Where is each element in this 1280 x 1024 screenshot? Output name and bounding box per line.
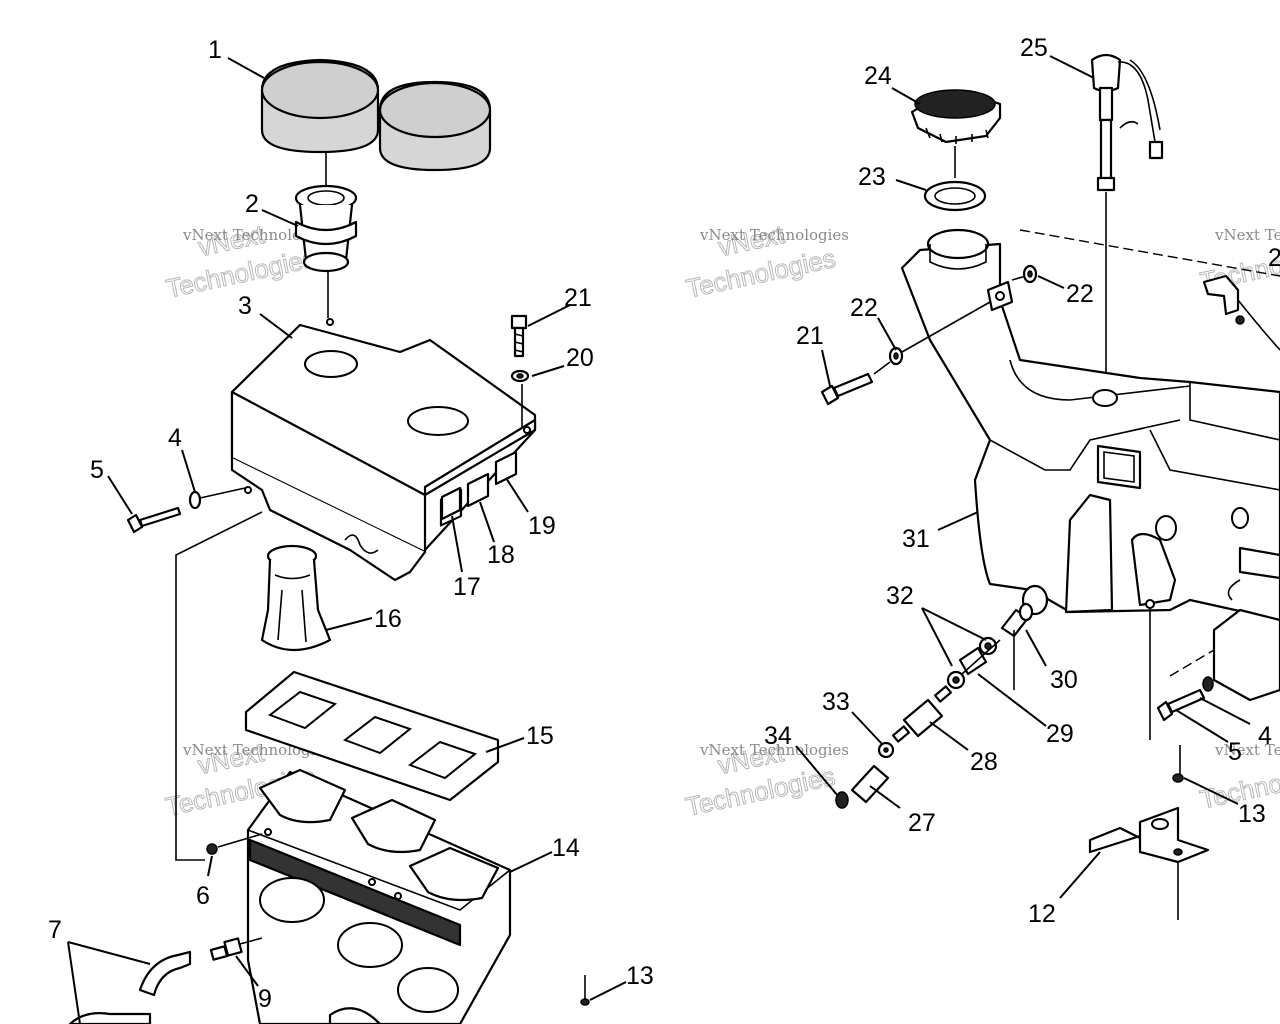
- bolt-21: [510, 314, 528, 358]
- washer-22-left: [888, 346, 904, 366]
- part-label-16: 16: [374, 605, 402, 633]
- clamp-13: [580, 975, 590, 1006]
- bolt-5: [126, 506, 182, 534]
- part-label-12: 12: [1028, 900, 1056, 928]
- watermark: Technologies vNext vNext Technologies Te…: [162, 218, 1280, 822]
- elbow-fitting: [1202, 274, 1280, 351]
- part-label-21-right: 21: [796, 322, 824, 350]
- part-label-15: 15: [526, 722, 554, 750]
- washer-4: [188, 490, 202, 510]
- hose-27: [850, 764, 890, 804]
- part-label-22-right: 22: [1066, 280, 1094, 308]
- fuel-sender: [1090, 53, 1164, 192]
- leader-lines: [67, 55, 1251, 1024]
- washer-20: [510, 369, 530, 383]
- fitting-32b: [946, 670, 966, 690]
- clamp-13-right: [1172, 745, 1184, 783]
- part-label-18: 18: [487, 541, 515, 569]
- part-label-30: 30: [1050, 666, 1078, 694]
- electrical-box: [1212, 579, 1280, 702]
- watermark-text: vNext Technologies: [1214, 226, 1280, 244]
- part-label-17: 17: [453, 573, 481, 601]
- cap-gasket: [923, 180, 987, 212]
- bolt-5-right: [1156, 688, 1206, 722]
- clamp-34: [835, 791, 849, 809]
- part-labels: 1 2 3 4 5 6 7 9 13 14 15 16 17 18 19 20 …: [48, 34, 1280, 1013]
- part-label-5: 5: [90, 456, 104, 484]
- part-label-5-right: 5: [1228, 738, 1242, 766]
- part-label-34: 34: [764, 722, 792, 750]
- part-label-23: 23: [858, 163, 886, 191]
- drain-hose: [68, 950, 192, 1024]
- part-label-14: 14: [552, 834, 580, 862]
- watermark-text: vNext Technologies: [1214, 741, 1280, 759]
- washer-4-right: [1202, 676, 1214, 692]
- part-label-13-right: 13: [1238, 800, 1266, 828]
- tank-bracket: [986, 280, 1014, 312]
- fuel-cap: [910, 89, 1002, 144]
- fuel-filter-28: [891, 685, 953, 743]
- watermark-text: vNext Technologies: [699, 226, 849, 244]
- airbox-cover: [230, 318, 537, 582]
- fuel-valve-30: [1000, 602, 1034, 638]
- part-label-32: 32: [886, 582, 914, 610]
- grommet-6: [206, 843, 218, 855]
- part-label-19: 19: [528, 512, 556, 540]
- watermark-text: vNext Technologies: [182, 226, 332, 244]
- part-label-24: 24: [864, 62, 892, 90]
- part-label-4-right: 4: [1258, 722, 1272, 750]
- part-label-9: 9: [258, 985, 272, 1013]
- drain-fitting: [209, 937, 263, 961]
- intake-boot: [294, 184, 358, 273]
- fitting-33: [877, 741, 895, 759]
- mount-bracket-12: [1088, 806, 1210, 864]
- part-label-31: 31: [902, 525, 930, 553]
- part-label-7: 7: [48, 916, 62, 944]
- part-label-20: 20: [566, 344, 594, 372]
- part-label-22-left: 22: [850, 294, 878, 322]
- washer-22-top: [1022, 264, 1038, 284]
- part-label-21: 21: [564, 284, 592, 312]
- part-label-13: 13: [626, 962, 654, 990]
- part-label-33: 33: [822, 688, 850, 716]
- part-label-28: 28: [970, 748, 998, 776]
- fuel-tank: [900, 228, 1280, 622]
- part-label-2-right: 2: [1268, 244, 1280, 272]
- part-label-2: 2: [245, 190, 259, 218]
- part-label-3: 3: [238, 292, 252, 320]
- part-label-4: 4: [168, 424, 182, 452]
- part-label-6: 6: [196, 882, 210, 910]
- part-label-1: 1: [208, 36, 222, 64]
- airbox-base: [246, 768, 512, 1024]
- hose-29: [958, 646, 988, 676]
- carb-boot: [260, 544, 332, 651]
- bolt-21-right: [820, 372, 874, 406]
- fitting-32: [978, 636, 998, 656]
- part-label-29: 29: [1046, 720, 1074, 748]
- watermark-text: vNext Technologies: [699, 741, 849, 759]
- part-label-25: 25: [1020, 34, 1048, 62]
- foam-air-filter: [260, 58, 492, 172]
- part-label-27: 27: [908, 809, 936, 837]
- gasket: [244, 670, 500, 802]
